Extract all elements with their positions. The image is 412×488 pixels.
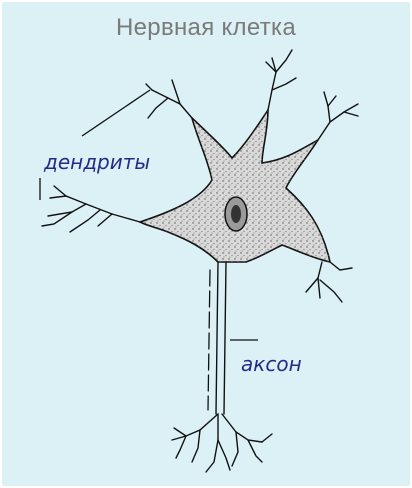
cell-body — [137, 107, 332, 264]
dendrites-leader — [39, 89, 151, 200]
diagram-title: Нервная клетка — [116, 14, 296, 41]
dendrite-upper-left — [145, 79, 193, 119]
axon-terminal — [171, 413, 273, 473]
dendrite-upper-right — [317, 91, 359, 141]
dendrite-left — [41, 185, 141, 233]
nucleus — [224, 196, 248, 232]
axon-label: аксон — [241, 352, 302, 376]
axon — [207, 261, 227, 415]
dendrite-lower-right — [305, 261, 353, 303]
dendrites-label: дендриты — [44, 150, 151, 174]
dendrite-top — [265, 49, 297, 111]
